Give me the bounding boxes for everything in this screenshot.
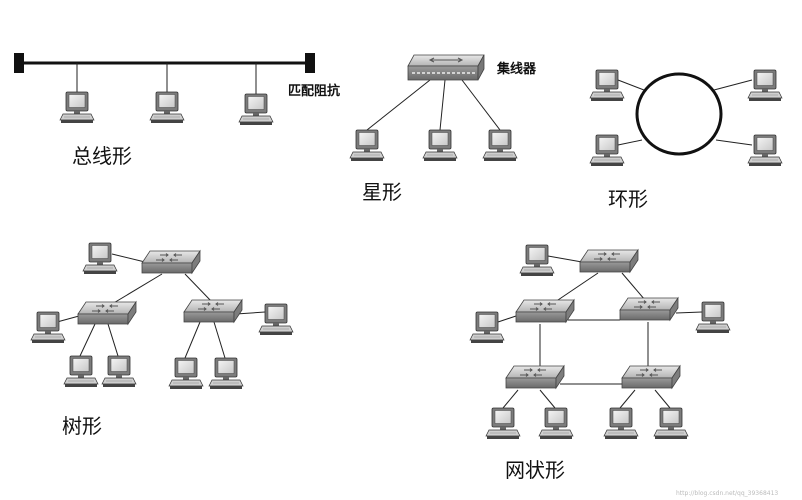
bus-terminator-right xyxy=(305,53,315,73)
computer-icon xyxy=(59,91,95,124)
computer-icon xyxy=(238,93,274,126)
computer-icon xyxy=(589,134,625,167)
ring-topology-label: 环形 xyxy=(608,187,648,211)
computer-icon xyxy=(695,301,731,334)
computer-icon xyxy=(482,129,518,162)
network-switch-icon xyxy=(579,249,639,273)
bus-terminator-left xyxy=(14,53,24,73)
tree-topology-label: 树形 xyxy=(62,414,102,438)
computer-icon xyxy=(603,407,639,440)
computer-icon xyxy=(208,357,244,390)
computer-icon xyxy=(149,91,185,124)
star-topology xyxy=(349,54,518,162)
bus-topology xyxy=(14,53,315,126)
computer-icon xyxy=(519,244,555,277)
computer-icon xyxy=(747,69,783,102)
hub-icon xyxy=(407,54,485,81)
mesh-topology xyxy=(469,244,731,440)
terminator-label: 匹配阻抗 xyxy=(288,84,341,99)
computer-icon xyxy=(63,355,99,388)
computer-icon xyxy=(485,407,521,440)
computer-icon xyxy=(168,357,204,390)
computer-icon xyxy=(538,407,574,440)
network-switch-icon xyxy=(505,365,565,389)
computer-icon xyxy=(589,69,625,102)
network-switch-icon xyxy=(515,299,575,323)
network-switch-icon xyxy=(141,250,201,274)
computer-icon xyxy=(258,303,294,336)
computer-icon xyxy=(422,129,458,162)
star-topology-label: 星形 xyxy=(362,180,402,204)
ring-cable xyxy=(635,72,723,156)
computer-icon xyxy=(349,129,385,162)
computer-icon xyxy=(469,311,505,344)
computer-icon xyxy=(653,407,689,440)
computer-icon xyxy=(747,134,783,167)
mesh-topology-label: 网状形 xyxy=(505,458,565,482)
network-switch-icon xyxy=(183,299,243,323)
watermark: http://blog.csdn.net/qq_39368413 xyxy=(676,490,779,497)
computer-icon xyxy=(82,242,118,275)
bus-topology-label: 总线形 xyxy=(72,144,132,168)
network-switch-icon xyxy=(621,365,681,389)
computer-icon xyxy=(30,311,66,344)
computer-icon xyxy=(101,355,137,388)
hub-label: 集线器 xyxy=(497,62,537,77)
tree-topology xyxy=(30,242,294,390)
ring-topology xyxy=(589,69,783,167)
network-switch-icon xyxy=(619,297,679,321)
network-switch-icon xyxy=(77,301,137,325)
